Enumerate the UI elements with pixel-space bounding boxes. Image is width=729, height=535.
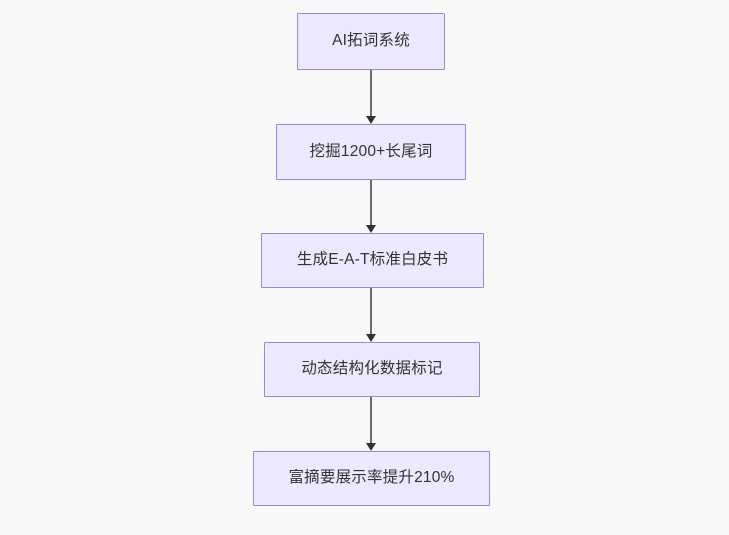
flow-node-label: 动态结构化数据标记 [301, 360, 443, 378]
arrowhead-n4-n5 [365, 443, 376, 451]
arrowhead-n1-n2 [365, 116, 376, 124]
flow-node-label: AI拓词系统 [332, 32, 410, 50]
arrowhead-n2-n3 [365, 225, 376, 233]
flow-node-label: 富摘要展示率提升210% [288, 469, 455, 487]
flow-node-ai-keyword-system[interactable]: AI拓词系统 [297, 13, 445, 70]
edge-n2-n3 [370, 180, 372, 225]
arrowhead-n3-n4 [365, 334, 376, 342]
edge-n1-n2 [370, 70, 372, 116]
edge-n3-n4 [370, 288, 372, 334]
flow-node-eat-whitepaper[interactable]: 生成E-A-T标准白皮书 [261, 233, 484, 288]
flow-node-structured-data-markup[interactable]: 动态结构化数据标记 [264, 342, 480, 397]
flow-node-label: 生成E-A-T标准白皮书 [296, 251, 449, 269]
flow-node-longtail-mining[interactable]: 挖掘1200+长尾词 [276, 124, 466, 180]
flow-node-label: 挖掘1200+长尾词 [309, 142, 433, 160]
flow-node-rich-snippet-result[interactable]: 富摘要展示率提升210% [253, 451, 490, 506]
edge-n4-n5 [370, 397, 372, 443]
